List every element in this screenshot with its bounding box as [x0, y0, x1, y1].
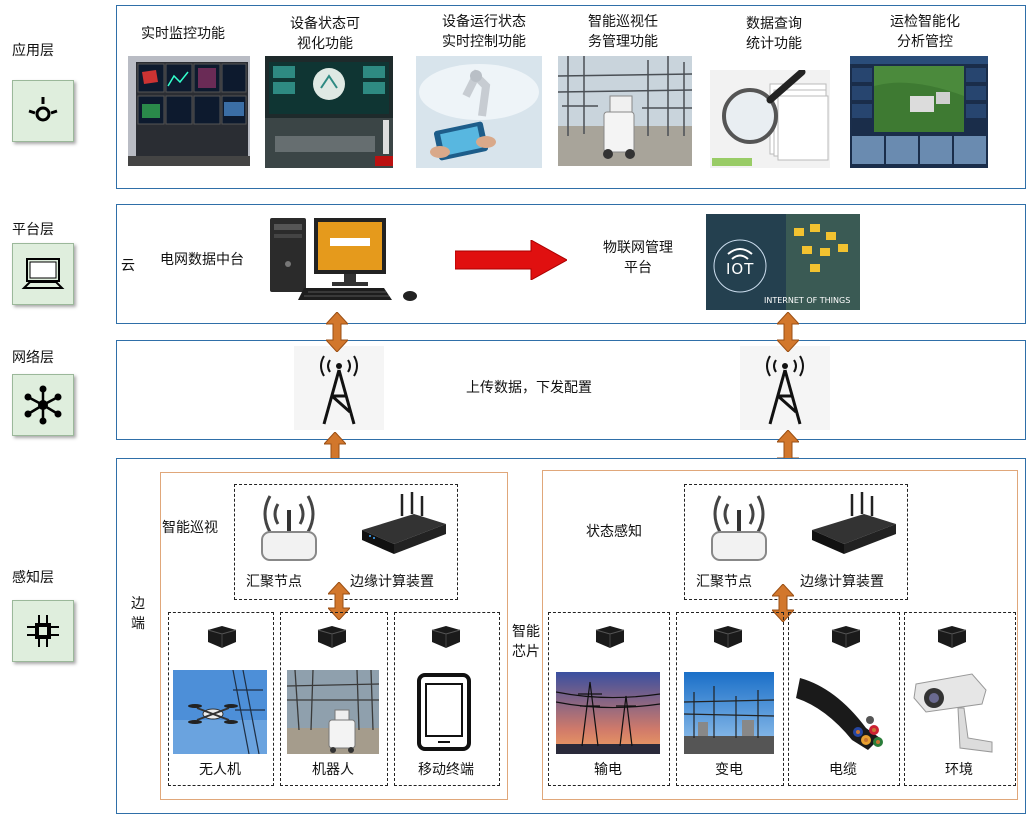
function-label-status-visualization: 设备状态可 视化功能 — [290, 16, 360, 52]
perception-layer-icon — [12, 600, 74, 662]
function-label-patrol-task-management: 智能巡视任 务管理功能 — [588, 14, 658, 50]
terminal-box-transmission — [548, 612, 670, 786]
layer-label-platform: 平台层 — [12, 222, 54, 238]
right-edge-device-label: 边缘计算装置 — [800, 574, 884, 590]
smart-chip-label: 智能 芯片 — [512, 624, 540, 660]
robot-arm-tablet-photo — [416, 56, 542, 168]
edge-label: 边 端 — [131, 596, 145, 632]
function-label-data-query: 数据查询 统计功能 — [746, 16, 802, 52]
smart-chip-icon-transmission — [592, 624, 626, 650]
data-center-label: 电网数据中台 — [160, 252, 244, 268]
status-perception-group — [542, 470, 1018, 800]
edge-computing-device-icon-right — [808, 492, 898, 558]
surveillance-camera-photo — [912, 668, 1006, 754]
magnifier-documents-photo — [710, 70, 830, 168]
inspection-robot-photo — [558, 56, 692, 166]
mobile-terminal-icon — [416, 672, 472, 752]
desktop-computer-icon — [268, 214, 420, 306]
cell-tower-icon-left — [294, 346, 384, 430]
terminal-box-substation — [676, 612, 784, 786]
layer-label-network: 网络层 — [12, 350, 54, 366]
left-edge-device-label: 边缘计算装置 — [350, 574, 434, 590]
terminal-label-drone: 无人机 — [199, 762, 241, 778]
smart-chip-icon-drone — [204, 624, 238, 650]
transmission-tower-photo — [556, 672, 660, 754]
terminal-label-transmission: 输电 — [594, 762, 622, 778]
iot-platform-photo: IOT INTERNET OF THINGS — [706, 214, 860, 310]
wireless-router-icon-right — [698, 488, 780, 566]
data-flow-arrow — [454, 239, 569, 281]
iot-platform-label: 物联网管理 平台 — [603, 240, 673, 276]
double-arrow-gateway-terminals-left — [326, 581, 352, 621]
cable-photo — [796, 668, 892, 754]
layer-label-perception: 感知层 — [12, 570, 54, 586]
application-layer-icon — [12, 80, 74, 142]
function-label-realtime-monitoring: 实时监控功能 — [141, 26, 225, 42]
right-sink-node-label: 汇聚节点 — [696, 574, 752, 590]
terminal-box-drone — [168, 612, 274, 786]
intelligent-patrol-title: 智能巡视 — [162, 520, 218, 536]
cloud-label: 云 — [121, 258, 135, 274]
terminal-box-environment — [904, 612, 1016, 786]
layer-label-application: 应用层 — [12, 43, 54, 59]
double-arrow-platform-network-left — [324, 311, 350, 353]
drone-photo — [173, 670, 267, 754]
left-sink-node-label: 汇聚节点 — [246, 574, 302, 590]
network-transfer-label: 上传数据，下发配置 — [466, 380, 592, 396]
wireless-router-icon-left — [248, 488, 330, 566]
terminal-label-cable: 电缆 — [829, 762, 857, 778]
robot-photo — [287, 670, 379, 754]
monitoring-wall-photo — [128, 56, 250, 166]
smart-chip-icon-robot — [314, 624, 348, 650]
analysis-dashboard-photo — [850, 56, 988, 168]
iot-text: IOT — [726, 260, 755, 278]
terminal-label-substation: 变电 — [715, 762, 743, 778]
terminal-box-cable — [788, 612, 900, 786]
terminal-label-environment: 环境 — [945, 762, 973, 778]
double-arrow-platform-network-right — [775, 311, 801, 353]
cell-tower-icon-right — [740, 346, 830, 430]
smart-chip-icon-environment — [934, 624, 968, 650]
platform-layer-box — [116, 204, 1026, 324]
terminal-box-robot — [280, 612, 388, 786]
terminal-box-mobile — [394, 612, 500, 786]
platform-layer-icon — [12, 243, 74, 305]
status-perception-title: 状态感知 — [586, 524, 642, 540]
terminal-label-mobile: 移动终端 — [418, 762, 474, 778]
right-gateway-box — [684, 484, 908, 600]
terminal-label-robot: 机器人 — [312, 762, 354, 778]
substation-photo — [684, 672, 774, 754]
control-room-photo — [265, 56, 393, 168]
left-gateway-box — [234, 484, 458, 600]
network-layer-box — [116, 340, 1026, 440]
smart-chip-icon-mobile — [428, 624, 462, 650]
function-label-intelligent-analysis: 运检智能化 分析管控 — [890, 14, 960, 50]
intelligent-patrol-group — [160, 472, 508, 800]
network-layer-icon — [12, 374, 74, 436]
edge-computing-device-icon-left — [358, 492, 448, 558]
iot-caption: INTERNET OF THINGS — [764, 296, 851, 305]
smart-chip-icon-cable — [828, 624, 862, 650]
function-label-realtime-control: 设备运行状态 实时控制功能 — [442, 14, 526, 50]
smart-chip-icon-substation — [710, 624, 744, 650]
